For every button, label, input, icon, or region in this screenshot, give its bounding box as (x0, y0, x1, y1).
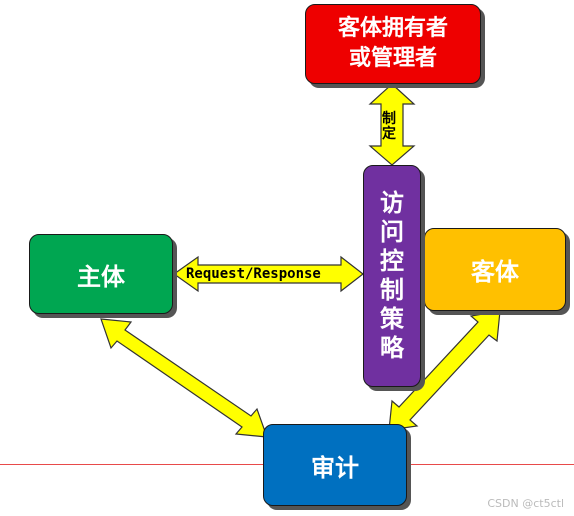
subject-node: 主体 (29, 234, 173, 314)
policy-char: 问 (380, 218, 404, 246)
policy-char: 控 (380, 247, 404, 275)
make-label: 制定 (382, 111, 396, 142)
object-owner-line1: 客体拥有者 (337, 16, 448, 41)
audit-label: 审计 (311, 453, 359, 482)
policy-char: 策 (380, 305, 404, 333)
audit-node: 审计 (263, 424, 407, 506)
subject-label: 主体 (77, 262, 125, 291)
access-control-policy-node: 访 问 控 制 策 略 (363, 165, 421, 387)
policy-char: 访 (380, 189, 404, 217)
object-label: 客体 (471, 258, 519, 286)
arrow-subject-audit (100, 318, 268, 438)
object-owner-line2: 或管理者 (348, 46, 437, 71)
object-owner-node: 客体拥有者 或管理者 (305, 4, 481, 84)
policy-char: 略 (380, 334, 404, 362)
request-response-label: Request/Response (186, 266, 321, 282)
object-node: 客体 (424, 228, 566, 311)
watermark: CSDN @ct5ctl (487, 497, 564, 510)
policy-char: 制 (380, 276, 404, 304)
